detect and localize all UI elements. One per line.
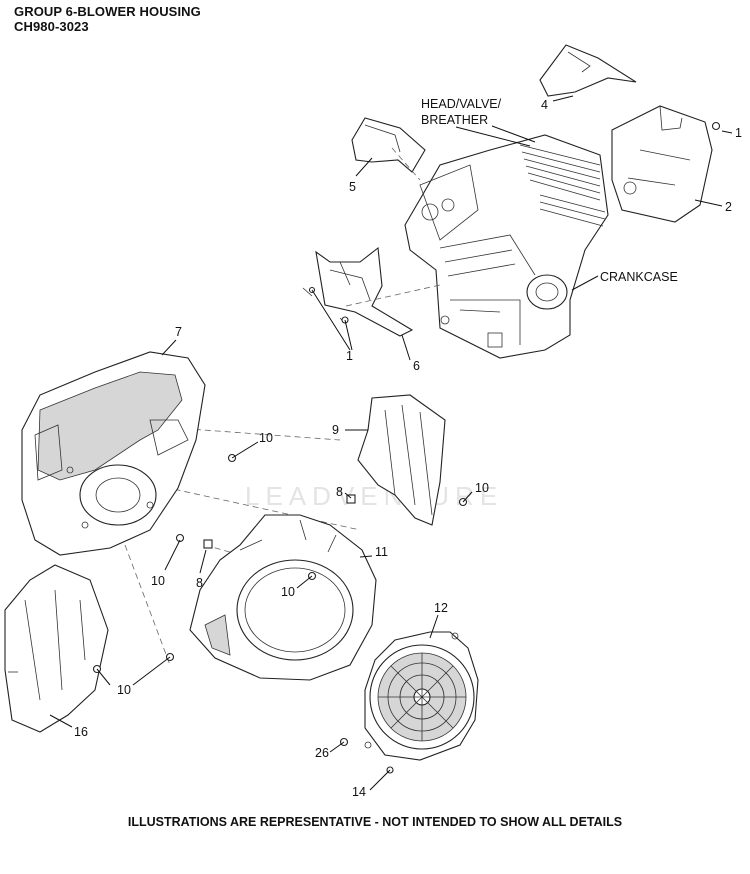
callout-10-left: 10 (151, 574, 165, 588)
watermark: LEADVENTURE (245, 481, 503, 511)
model-number: CH980-3023 (14, 19, 89, 34)
label-head-valve-breather-line2: BREATHER (421, 113, 488, 127)
part-4-baffle (539, 44, 637, 97)
callout-10-upper: 10 (259, 431, 273, 445)
callout-26: 26 (315, 746, 329, 760)
callout-14: 14 (352, 785, 366, 799)
callout-2: 2 (725, 200, 732, 214)
callout-1: 1 (735, 126, 742, 140)
label-head-valve-breather-line1: HEAD/VALVE/ (421, 97, 502, 111)
part-9-baffle (357, 394, 446, 526)
callout-8-right: 8 (336, 485, 343, 499)
part-12-fan-screen (364, 631, 479, 761)
callout-10-right: 10 (475, 481, 489, 495)
diagram-title: GROUP 6-BLOWER HOUSING (14, 4, 201, 19)
part-6-baffle (315, 246, 414, 337)
engine-assembly (404, 134, 609, 359)
callout-5: 5 (349, 180, 356, 194)
label-crankcase: CRANKCASE (600, 270, 678, 284)
callout-11: 11 (375, 545, 388, 559)
disclaimer-footer: ILLUSTRATIONS ARE REPRESENTATIVE - NOT I… (127, 815, 623, 829)
callout-10-center: 10 (281, 585, 295, 599)
callout-12: 12 (434, 601, 448, 615)
part-2-shroud (611, 105, 713, 223)
part-5-baffle (351, 117, 426, 173)
part-7-backplate (21, 351, 206, 556)
part-16-cover (4, 564, 109, 733)
callout-1-lower: 1 (346, 349, 353, 363)
callout-16: 16 (74, 725, 88, 739)
part-11-blower-housing (189, 514, 377, 681)
callout-7: 7 (175, 325, 182, 339)
callout-8-left: 8 (196, 576, 203, 590)
callout-4: 4 (541, 98, 548, 112)
callout-6: 6 (413, 359, 420, 373)
callout-9: 9 (332, 423, 339, 437)
callout-10-lower: 10 (117, 683, 131, 697)
